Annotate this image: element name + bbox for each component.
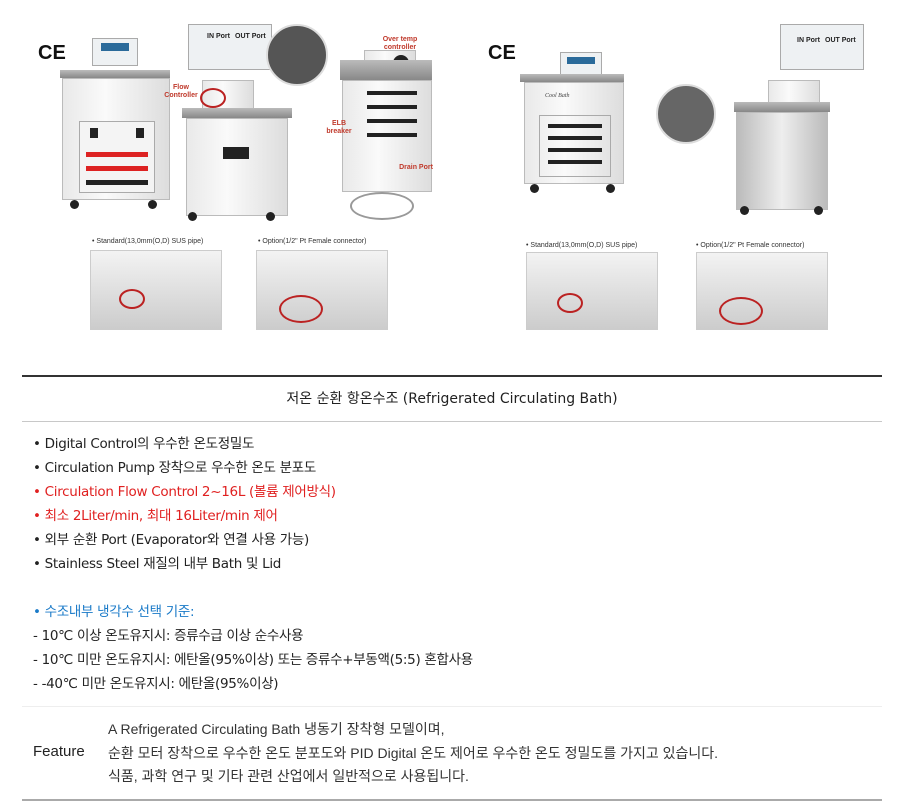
product-image-right: CE Cool Bath IN Port OUT Port • Standard…: [480, 20, 900, 340]
page-title: 저온 순환 항온수조 (Refrigerated Circulating Bat…: [286, 391, 618, 407]
in-port-label: IN Port: [797, 37, 820, 44]
list-item: - -40℃ 미만 온도유지시: 에탄올(95%이상): [33, 676, 279, 692]
elb-breaker-label: ELB breaker: [326, 120, 352, 135]
over-temp-label: Over temp controller: [382, 36, 418, 51]
coolant-heading: • 수조내부 냉각수 선택 기준:: [33, 604, 195, 620]
list-item: - 10℃ 미만 온도유지시: 에탄올(95%이상) 또는 증류수+부동액(5:…: [33, 652, 473, 668]
bath-unit: [62, 78, 170, 200]
option-photo: [256, 250, 388, 330]
feature-line: 식품, 과학 연구 및 기타 관련 산업에서 일반적으로 사용됩니다.: [108, 768, 469, 784]
pump-detail-photo: [266, 24, 328, 86]
out-port-label: OUT Port: [235, 33, 266, 40]
product-image-left: CE IN Port OUT Port Flow Controller Over…: [30, 20, 450, 340]
in-port-label: IN Port: [207, 33, 230, 40]
ce-mark: CE: [488, 42, 516, 64]
flow-controller-label: Flow Controller: [164, 84, 198, 99]
option-caption: • Option(1/2" Pt Female connector): [696, 242, 805, 249]
out-port-label: OUT Port: [825, 37, 856, 44]
feature-line: 순환 모터 장착으로 우수한 온도 분포도와 PID Digital 온도 제어…: [108, 744, 719, 761]
divider: [22, 421, 882, 422]
standard-caption: • Standard(13,0mm(O,D) SUS pipe): [526, 242, 638, 249]
ce-mark: CE: [38, 42, 66, 64]
list-item: • Digital Control의 우수한 온도정밀도: [33, 436, 255, 452]
control-box: [92, 38, 138, 66]
standard-caption: • Standard(13,0mm(O,D) SUS pipe): [92, 238, 204, 245]
feature-label: Feature: [33, 743, 85, 760]
feature-line: A Refrigerated Circulating Bath 냉동기 장착형 …: [108, 721, 445, 737]
divider: [22, 375, 882, 377]
list-item: • Stainless Steel 재질의 내부 Bath 및 Lid: [33, 556, 282, 572]
drain-port-label: Drain Port: [399, 164, 433, 171]
list-item: • Circulation Flow Control 2~16L (볼륨 제어방…: [33, 484, 336, 500]
list-item: • 외부 순환 Port (Evaporator와 연결 사용 가능): [33, 532, 309, 548]
list-item: - 10℃ 이상 온도유지시: 증류수급 이상 순수사용: [33, 628, 304, 644]
list-item: • 최소 2Liter/min, 최대 16Liter/min 제어: [33, 508, 278, 524]
list-item: • Circulation Pump 장착으로 우수한 온도 분포도: [33, 460, 317, 476]
feature-list: • Digital Control의 우수한 온도정밀도 • Circulati…: [33, 432, 473, 696]
option-caption: • Option(1/2" Pt Female connector): [258, 238, 367, 245]
port-detail-photo: IN Port OUT Port: [188, 24, 272, 70]
divider: [22, 799, 882, 801]
standard-photo: [90, 250, 222, 330]
divider: [22, 706, 882, 707]
feature-description: A Refrigerated Circulating Bath 냉동기 장착형 …: [108, 718, 718, 789]
brand-label: Cool Bath: [545, 93, 570, 99]
